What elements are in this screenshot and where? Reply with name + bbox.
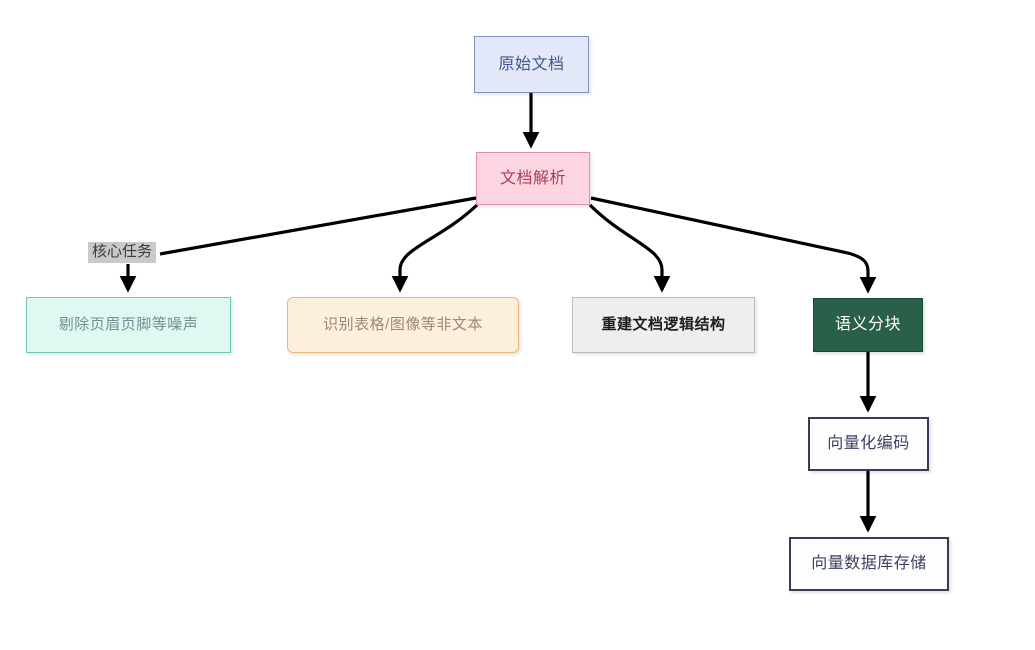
node-remove-header-footer-noise[interactable]: 剔除页眉页脚等噪声 — [26, 297, 231, 353]
edge-label-core-task: 核心任务 — [88, 242, 157, 263]
node-recognize-tables-images[interactable]: 识别表格/图像等非文本 — [287, 297, 519, 353]
node-original-document[interactable]: 原始文档 — [474, 36, 589, 93]
node-vector-database-storage-label: 向量数据库存储 — [811, 555, 927, 573]
node-semantic-chunking[interactable]: 语义分块 — [813, 298, 923, 352]
node-rebuild-logical-structure[interactable]: 重建文档逻辑结构 — [572, 297, 755, 353]
node-document-parsing-label: 文档解析 — [499, 169, 566, 187]
node-original-document-label: 原始文档 — [498, 55, 565, 73]
node-vector-database-storage[interactable]: 向量数据库存储 — [789, 537, 949, 591]
node-semantic-chunking-label: 语义分块 — [834, 316, 901, 334]
node-vector-encoding[interactable]: 向量化编码 — [808, 417, 929, 471]
edge-parse-to-noise — [159, 196, 477, 256]
node-recognize-tables-images-label: 识别表格/图像等非文本 — [323, 315, 483, 333]
node-rebuild-logical-structure-label: 重建文档逻辑结构 — [601, 315, 726, 333]
node-remove-header-footer-noise-label: 剔除页眉页脚等噪声 — [58, 315, 199, 333]
edge-parse-to-chunk — [590, 196, 877, 294]
edge-parse-to-structure — [588, 203, 671, 293]
node-document-parsing[interactable]: 文档解析 — [476, 152, 590, 205]
edge-parse-to-nontext — [391, 203, 479, 293]
node-vector-encoding-label: 向量化编码 — [827, 435, 910, 453]
edge-label-core-task-text: 核心任务 — [92, 243, 153, 260]
